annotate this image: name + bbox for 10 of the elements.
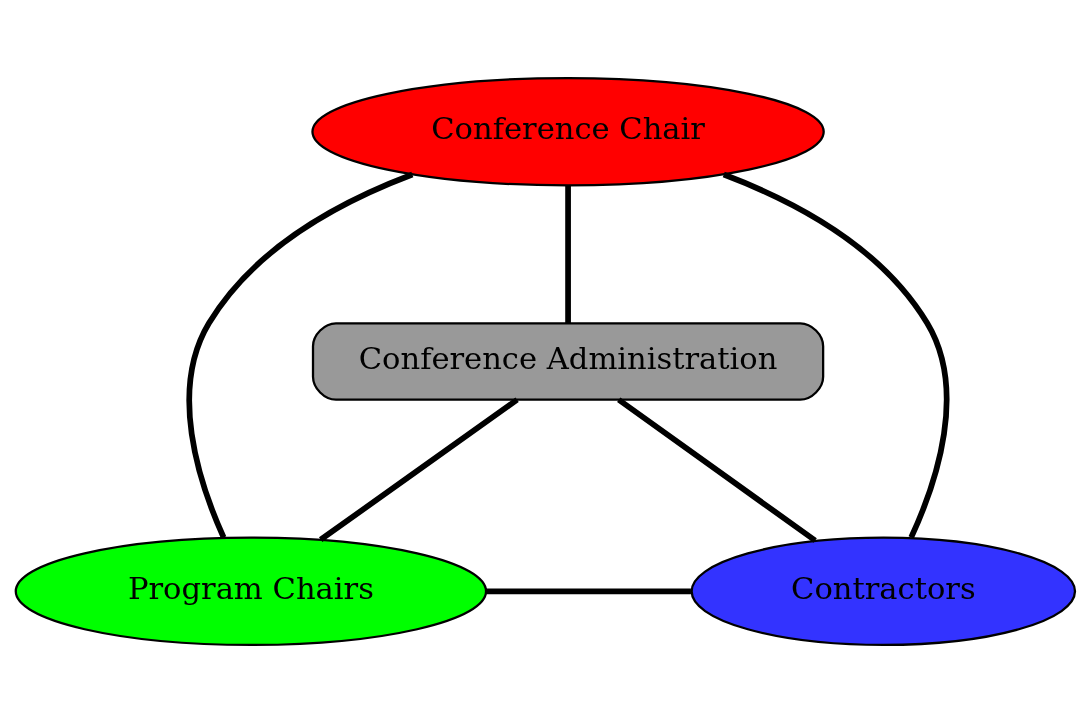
node-ellipse: Program Chairs	[14, 536, 488, 647]
connector	[486, 588, 691, 595]
connector	[617, 397, 817, 543]
connector	[565, 186, 571, 323]
node-box: Conference Administration	[311, 322, 825, 401]
node-ellipse: Conference Chair	[311, 76, 825, 187]
connector	[722, 171, 950, 539]
node-ellipse: Contractors	[690, 536, 1077, 647]
connector	[319, 397, 519, 543]
connector	[186, 171, 414, 539]
